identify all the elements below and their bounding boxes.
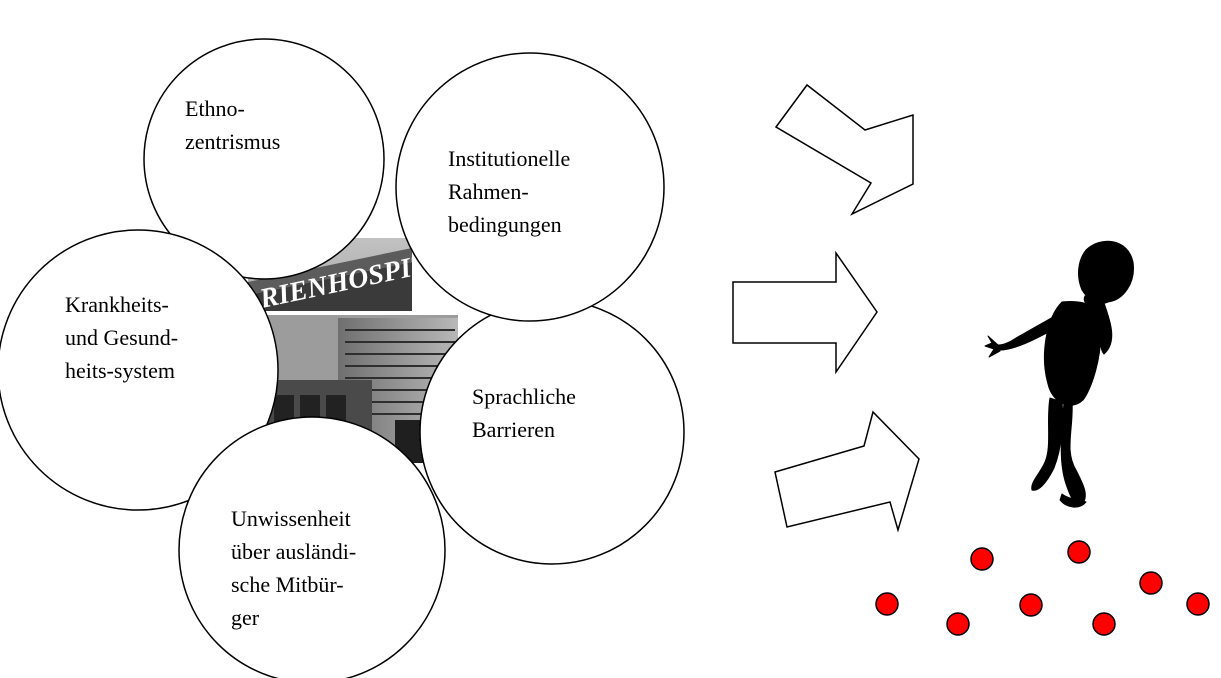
outline-arrow-icon-top <box>774 83 914 216</box>
red-dot-icon <box>1186 592 1210 616</box>
red-dot-icon <box>1019 593 1043 617</box>
circle-ethnozentrismus <box>143 38 385 280</box>
red-dot-icon <box>1092 612 1116 636</box>
red-dot-icon <box>970 547 994 571</box>
label-krankheits-system: Krankheits- und Gesund- heits-system <box>65 292 179 383</box>
label-sprachliche-barrieren: Sprachliche Barrieren <box>472 384 576 442</box>
red-dot-icon <box>1139 571 1163 595</box>
red-dot-icon <box>946 612 970 636</box>
label-institutionelle: Institutionelle Rahmen- bedingungen <box>448 146 571 237</box>
circle-unwissenheit <box>178 416 446 678</box>
outline-arrow-icon-bottom <box>774 410 920 533</box>
red-dot-icon <box>1067 540 1091 564</box>
label-unwissenheit: Unwissenheit über ausländi- sche Mitbür-… <box>231 506 357 630</box>
label-ethnozentrismus: Ethno- zentrismus <box>185 96 281 154</box>
red-dot-icon <box>875 592 899 616</box>
outline-arrow-icon-middle <box>732 250 878 375</box>
circle-institutionelle <box>395 52 665 322</box>
circle-krankheits-system <box>0 229 279 511</box>
